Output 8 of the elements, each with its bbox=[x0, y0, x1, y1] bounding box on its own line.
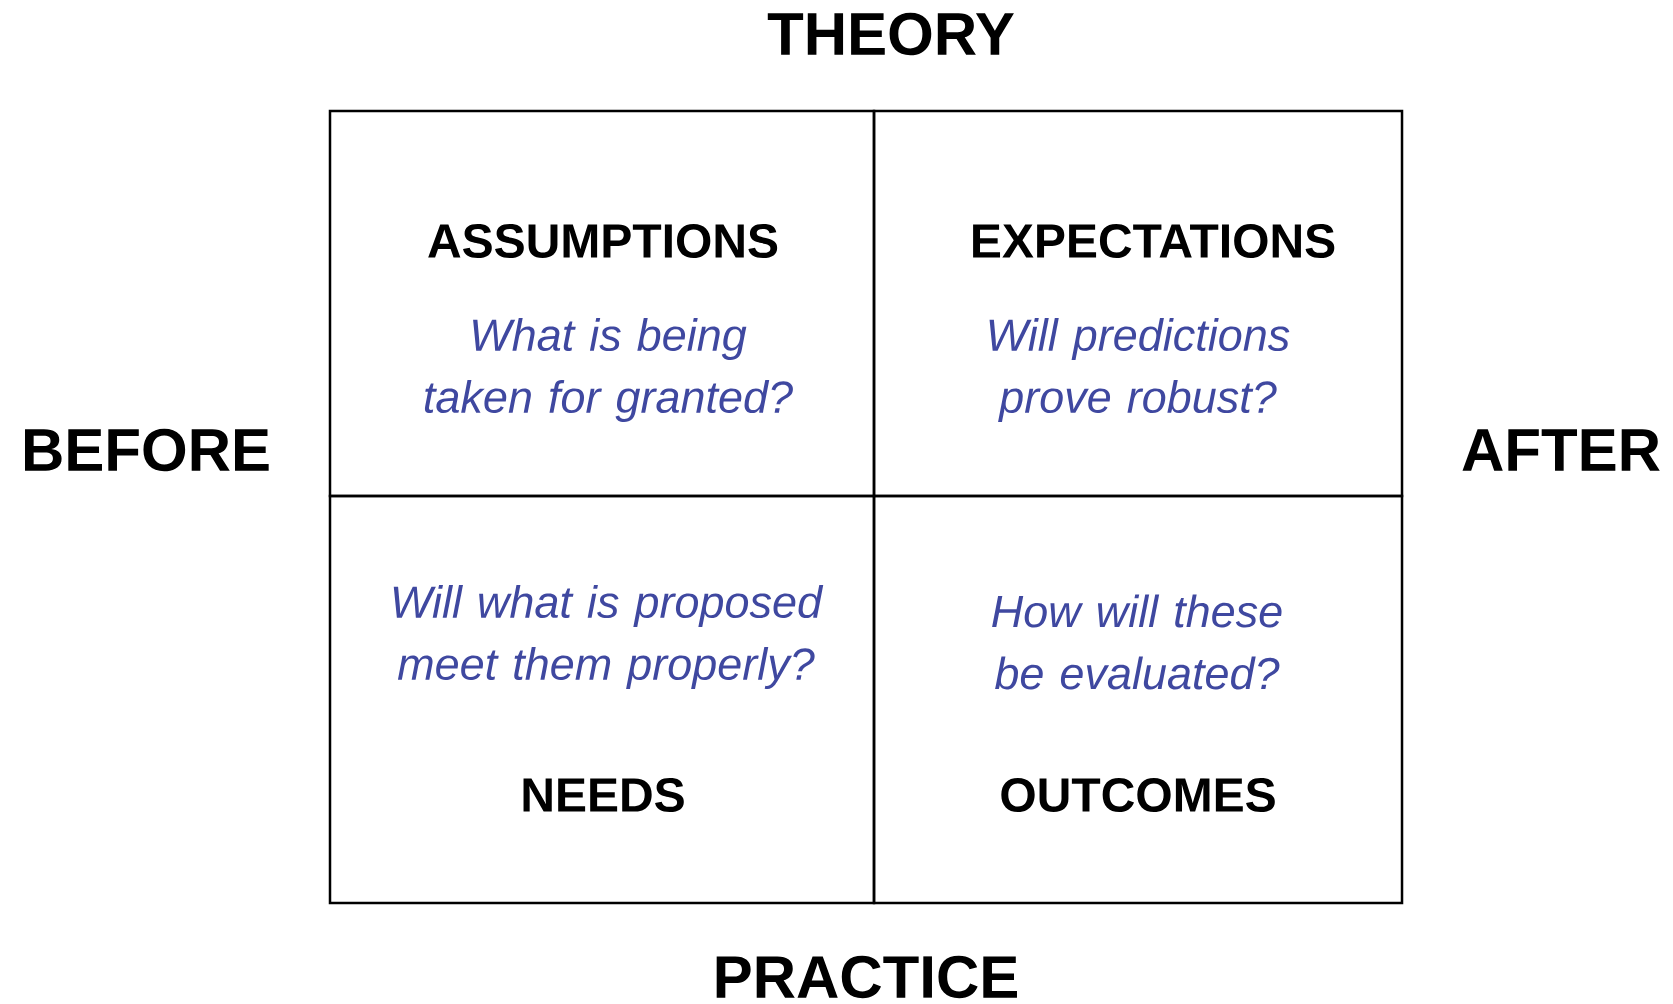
quadrant-cell: ASSUMPTIONS What is being taken for granted? bbox=[328, 109, 876, 498]
axis-label: AFTER bbox=[1462, 429, 1660, 471]
axis-label: PRACTICE bbox=[716, 955, 1017, 999]
quadrant-cell: Will what is proposed meet them properly? NEEDS bbox=[328, 494, 876, 905]
axis-label: BEFORE bbox=[25, 428, 269, 472]
quadrant-cell: EXPECTATIONS Will predictions prove robust? bbox=[872, 109, 1404, 498]
quadrant-cell: How will these be evaluated? OUTCOMES bbox=[872, 494, 1404, 905]
axis-label: THEORY bbox=[767, 12, 1014, 56]
